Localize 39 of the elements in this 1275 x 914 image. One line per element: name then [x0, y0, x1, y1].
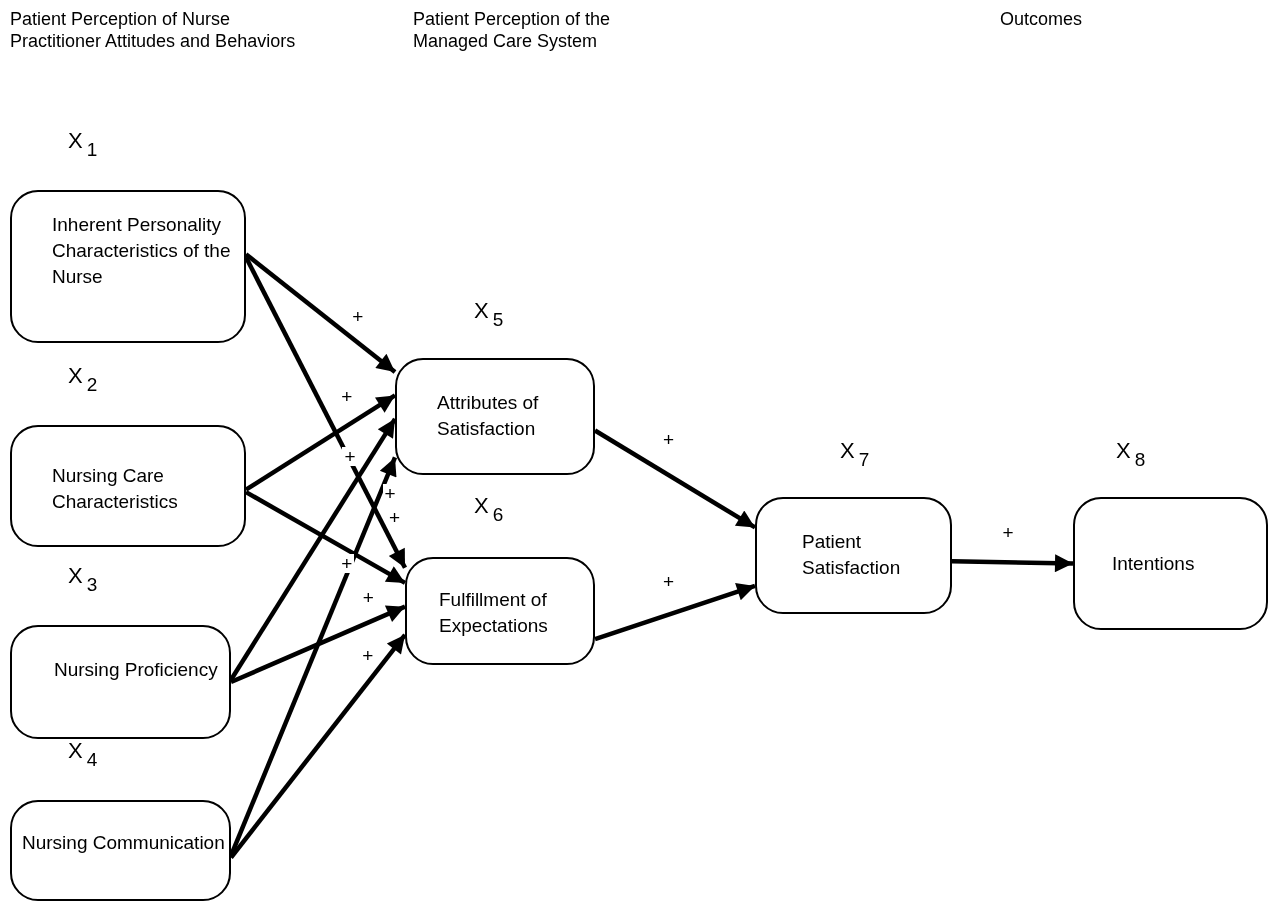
column-heading: Patient Perception of Nurse Practitioner Attitudes and Behaviors: [10, 8, 297, 52]
node-text: Attributes of Satisfaction: [437, 391, 540, 441]
variable-label: X$_{7}$: [840, 438, 870, 471]
arrow: [951, 554, 1074, 573]
rounded-box: [405, 557, 595, 665]
arrow: [594, 583, 756, 642]
edge-label: +: [339, 553, 355, 573]
node-text: Nursing Communication: [22, 831, 226, 855]
arrow: [229, 633, 407, 859]
rounded-box: [10, 190, 246, 343]
node-text: Fulfillment of Expectations: [439, 588, 549, 638]
variable-label: X$_{3}$: [68, 563, 98, 596]
arrow: [230, 604, 406, 685]
variable-label: X$_{2}$: [68, 363, 98, 396]
edge-label: +: [342, 446, 358, 466]
node-text: Nursing Proficiency: [54, 658, 219, 682]
rounded-box: [1073, 497, 1268, 630]
rounded-box: [10, 425, 246, 547]
rounded-box: [755, 497, 952, 614]
variable-label: X$_{8}$: [1116, 438, 1146, 471]
rounded-box: [10, 625, 231, 739]
arrow: [244, 490, 407, 585]
variable-label: X$_{1}$: [68, 128, 98, 161]
arrow: [229, 417, 397, 681]
rounded-box: [395, 358, 595, 475]
node-text: Patient Satisfaction: [802, 530, 902, 580]
arrow: [244, 393, 397, 492]
arrow: [244, 256, 407, 569]
variable-label: X$_{5}$: [474, 298, 504, 331]
arrow: [244, 252, 397, 374]
node-text: Intentions: [1112, 552, 1196, 576]
variable-label: X$_{6}$: [474, 493, 504, 526]
arrow: [593, 428, 757, 530]
node-text: Inherent Personality Characteristics of the Nurse: [52, 213, 232, 289]
rounded-box: [10, 800, 231, 901]
column-heading: Patient Perception of the Managed Care System: [413, 8, 612, 52]
variable-label: X$_{4}$: [68, 738, 98, 771]
node-text: Nursing Care Characteristics: [52, 464, 179, 514]
column-heading: Outcomes: [1000, 8, 1084, 30]
